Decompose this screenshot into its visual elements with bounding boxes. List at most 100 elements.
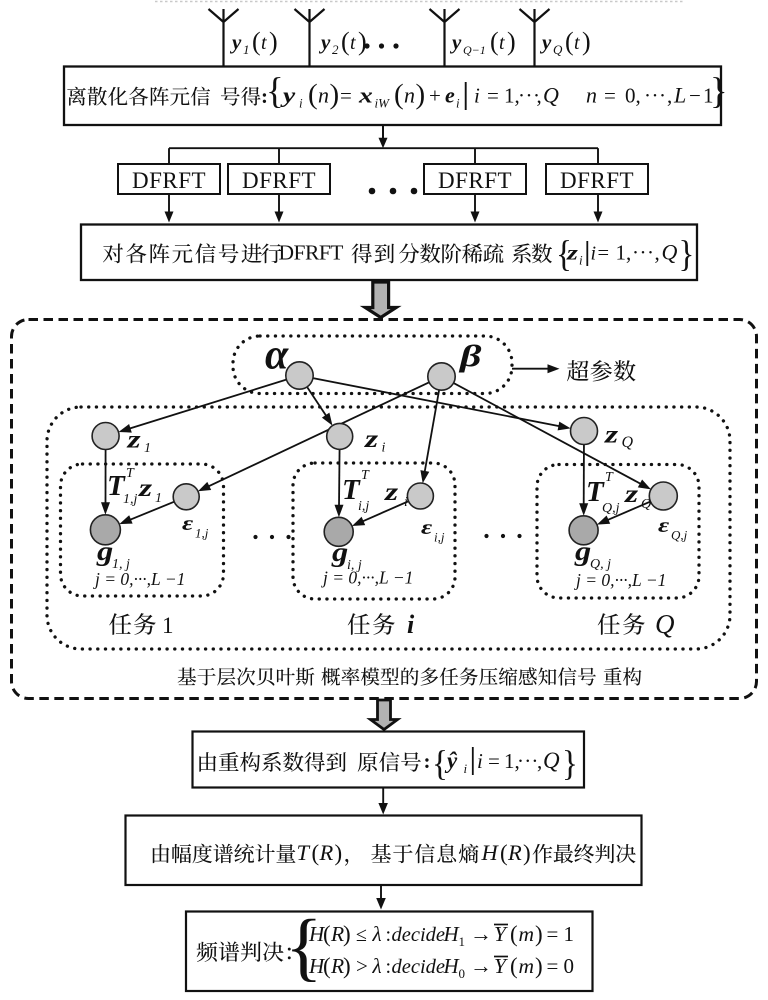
svg-text:···: ···: [632, 241, 654, 265]
svg-text:): ): [535, 954, 543, 979]
svg-text:i: i: [591, 243, 597, 265]
svg-text:T: T: [126, 466, 135, 481]
svg-text:ε: ε: [182, 512, 193, 535]
svg-text:1: 1: [703, 84, 714, 108]
svg-text:>: >: [356, 954, 368, 978]
svg-text:=: =: [598, 243, 610, 265]
svg-text:=: =: [604, 84, 616, 108]
svg-text:···: ···: [518, 84, 540, 108]
svg-text:): ): [343, 922, 351, 947]
svg-text:1, j: 1, j: [112, 557, 130, 572]
svg-text:t: t: [350, 32, 356, 54]
svg-text:m: m: [519, 922, 535, 946]
svg-text:y: y: [449, 30, 462, 54]
svg-text:λ: λ: [372, 954, 382, 978]
svg-text:DFRFT: DFRFT: [279, 241, 344, 265]
svg-text:T: T: [107, 470, 126, 502]
svg-text:n: n: [404, 83, 415, 108]
svg-text:T: T: [361, 468, 370, 483]
svg-text:): ): [535, 922, 543, 947]
svg-text:−: −: [689, 84, 701, 108]
svg-text::: :: [424, 749, 431, 773]
svg-text:i: i: [579, 253, 583, 268]
svg-text:{: {: [556, 233, 572, 274]
svg-text:(: (: [490, 27, 499, 56]
svg-text:1,: 1,: [504, 749, 520, 773]
svg-text:Y: Y: [494, 922, 508, 946]
svg-text:+: +: [429, 84, 441, 108]
svg-text:2: 2: [332, 42, 339, 57]
svg-text:=: =: [547, 954, 559, 978]
svg-text:···: ···: [644, 84, 666, 108]
svg-text:Q: Q: [622, 434, 634, 451]
svg-text:e: e: [445, 83, 455, 108]
svg-text:→: →: [470, 921, 492, 946]
svg-text:T: T: [342, 474, 361, 506]
svg-text:): ): [523, 841, 531, 866]
svg-text:Q−1: Q−1: [463, 43, 486, 57]
svg-text:}: }: [679, 233, 695, 274]
svg-text:g: g: [331, 537, 348, 567]
svg-text:z: z: [566, 241, 578, 264]
svg-text:(: (: [323, 922, 331, 947]
svg-text:ŷ: ŷ: [444, 748, 458, 773]
svg-text:DFRFT: DFRFT: [560, 168, 634, 193]
svg-text:R: R: [330, 954, 344, 978]
svg-text:1: 1: [243, 42, 250, 57]
svg-text:Q: Q: [662, 240, 678, 265]
svg-text:1: 1: [459, 934, 466, 949]
svg-text:): ): [330, 79, 340, 111]
svg-text:z: z: [126, 426, 141, 453]
svg-text:0: 0: [564, 954, 575, 978]
svg-text:m: m: [519, 954, 535, 978]
svg-text:i: i: [456, 96, 460, 111]
svg-text:g: g: [574, 536, 591, 566]
svg-text:t: t: [261, 32, 267, 54]
svg-text:=: =: [488, 749, 500, 773]
svg-text:1: 1: [162, 613, 174, 638]
svg-text:0: 0: [459, 966, 466, 981]
svg-text:): ): [335, 841, 343, 866]
svg-text:DFRFT: DFRFT: [242, 168, 316, 193]
svg-text:j = 0,···,L −1: j = 0,···,L −1: [574, 570, 666, 590]
svg-text:1,: 1,: [616, 241, 632, 265]
svg-text:): ): [358, 27, 367, 56]
svg-text:1: 1: [144, 441, 151, 456]
svg-text:i: i: [404, 495, 408, 510]
svg-text:{: {: [432, 744, 448, 784]
svg-text:ε: ε: [421, 516, 432, 539]
svg-text:Q, j: Q, j: [590, 557, 611, 572]
svg-text:(: (: [510, 922, 518, 947]
svg-text:y: y: [280, 84, 297, 108]
svg-text:(: (: [510, 954, 518, 979]
svg-text:1: 1: [155, 491, 162, 506]
svg-text:z: z: [604, 421, 619, 448]
svg-text:H: H: [308, 922, 326, 946]
svg-text:z: z: [384, 479, 399, 506]
svg-text:n: n: [318, 83, 329, 108]
svg-text:(: (: [323, 954, 331, 979]
svg-text:R: R: [330, 922, 344, 946]
svg-text:{: {: [266, 71, 284, 112]
svg-text:j = 0,···,L −1: j = 0,···,L −1: [93, 569, 185, 589]
svg-text:L: L: [673, 83, 686, 108]
svg-text:Q: Q: [553, 42, 563, 57]
svg-text:i,j: i,j: [434, 530, 445, 545]
svg-text:): ): [582, 27, 591, 56]
svg-text:i: i: [382, 441, 386, 456]
svg-text:H: H: [443, 954, 461, 978]
svg-text:i: i: [474, 84, 480, 108]
svg-text::: :: [386, 924, 392, 946]
svg-text:i: i: [464, 761, 468, 776]
svg-text:Q: Q: [543, 748, 560, 773]
svg-text:decide: decide: [392, 956, 446, 978]
svg-text:H: H: [308, 954, 326, 978]
svg-text:Q: Q: [655, 609, 675, 639]
svg-text::: :: [386, 956, 392, 978]
svg-text:Q: Q: [543, 83, 559, 108]
svg-text:): ): [269, 27, 278, 56]
svg-text:ε: ε: [658, 514, 669, 537]
svg-text:i: i: [407, 610, 415, 639]
svg-text:): ): [507, 27, 516, 56]
svg-text:(: (: [565, 27, 574, 56]
